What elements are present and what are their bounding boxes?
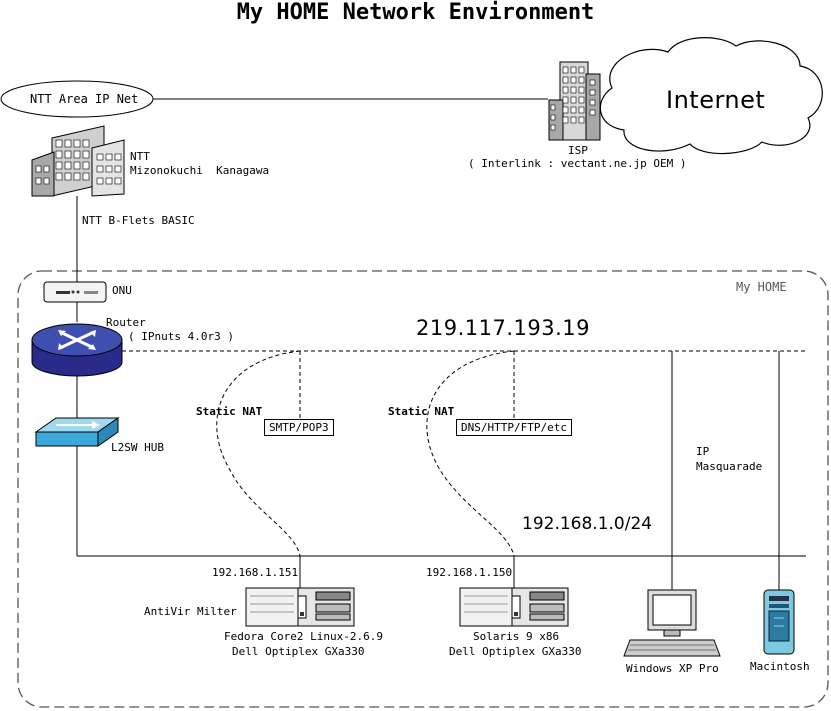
router-model-label: ( IPnuts 4.0r3 ) <box>128 330 234 343</box>
host2-os-label: Solaris 9 x86 <box>473 630 560 643</box>
isp-building-icon <box>548 61 601 141</box>
home-label: My HOME <box>736 280 787 294</box>
page-title: My HOME Network Environment <box>236 0 595 25</box>
internet-cloud <box>599 37 823 155</box>
host1-ip-label: 192.168.1.151 <box>212 566 299 579</box>
l2sw-hub-icon <box>34 417 120 447</box>
static-nat-label-2: Static NAT <box>388 405 455 418</box>
dns-http-ftp-box: DNS/HTTP/FTP/etc <box>456 419 572 436</box>
internet-label: Internet <box>666 86 766 114</box>
router-icon <box>31 323 123 377</box>
nat-curve-1 <box>216 350 301 557</box>
onu-label: ONU <box>112 284 132 297</box>
antivir-milter-label: AntiVir Milter <box>144 605 237 618</box>
global-ip-label: 219.117.193.19 <box>416 316 590 340</box>
host2-ip-label: 192.168.1.150 <box>426 566 513 579</box>
smtp-pop3-box: SMTP/POP3 <box>264 419 334 436</box>
static-nat-label-1: Static NAT <box>196 405 263 418</box>
lan-subnet-label: 192.168.1.0/24 <box>522 514 653 534</box>
home-boundary <box>17 270 829 708</box>
server-solaris-icon <box>459 587 569 627</box>
host1-model-label: Dell Optiplex GXa330 <box>232 645 365 658</box>
winxp-label: Windows XP Pro <box>626 662 719 675</box>
ip-masquerade-label: IP Masquarade <box>696 445 763 473</box>
nat-curve-2 <box>426 350 515 557</box>
hub-label: L2SW HUB <box>111 441 164 454</box>
ntt-building-icon <box>31 125 125 197</box>
mac-label: Macintosh <box>750 660 810 673</box>
windows-pc-icon <box>623 589 721 657</box>
isp-provider-label: ( Interlink : vectant.ne.jp OEM ) <box>468 157 687 170</box>
ntt-line-label: NTT B-Flets BASIC <box>82 214 195 227</box>
router-label: Router <box>106 316 146 329</box>
ntt-area-ip-net-label: NTT Area IP Net <box>30 92 139 106</box>
host2-model-label: Dell Optiplex GXa330 <box>449 645 582 658</box>
onu-icon <box>43 281 107 303</box>
ntt-name-label: NTT <box>130 150 150 163</box>
mac-tower-icon <box>763 589 795 655</box>
ntt-location-label: Mizonokuchi Kanagawa <box>130 164 270 177</box>
server-fedora-icon <box>245 587 355 627</box>
host1-os-label: Fedora Core2 Linux-2.6.9 <box>224 630 383 643</box>
isp-label: ISP <box>568 144 588 157</box>
